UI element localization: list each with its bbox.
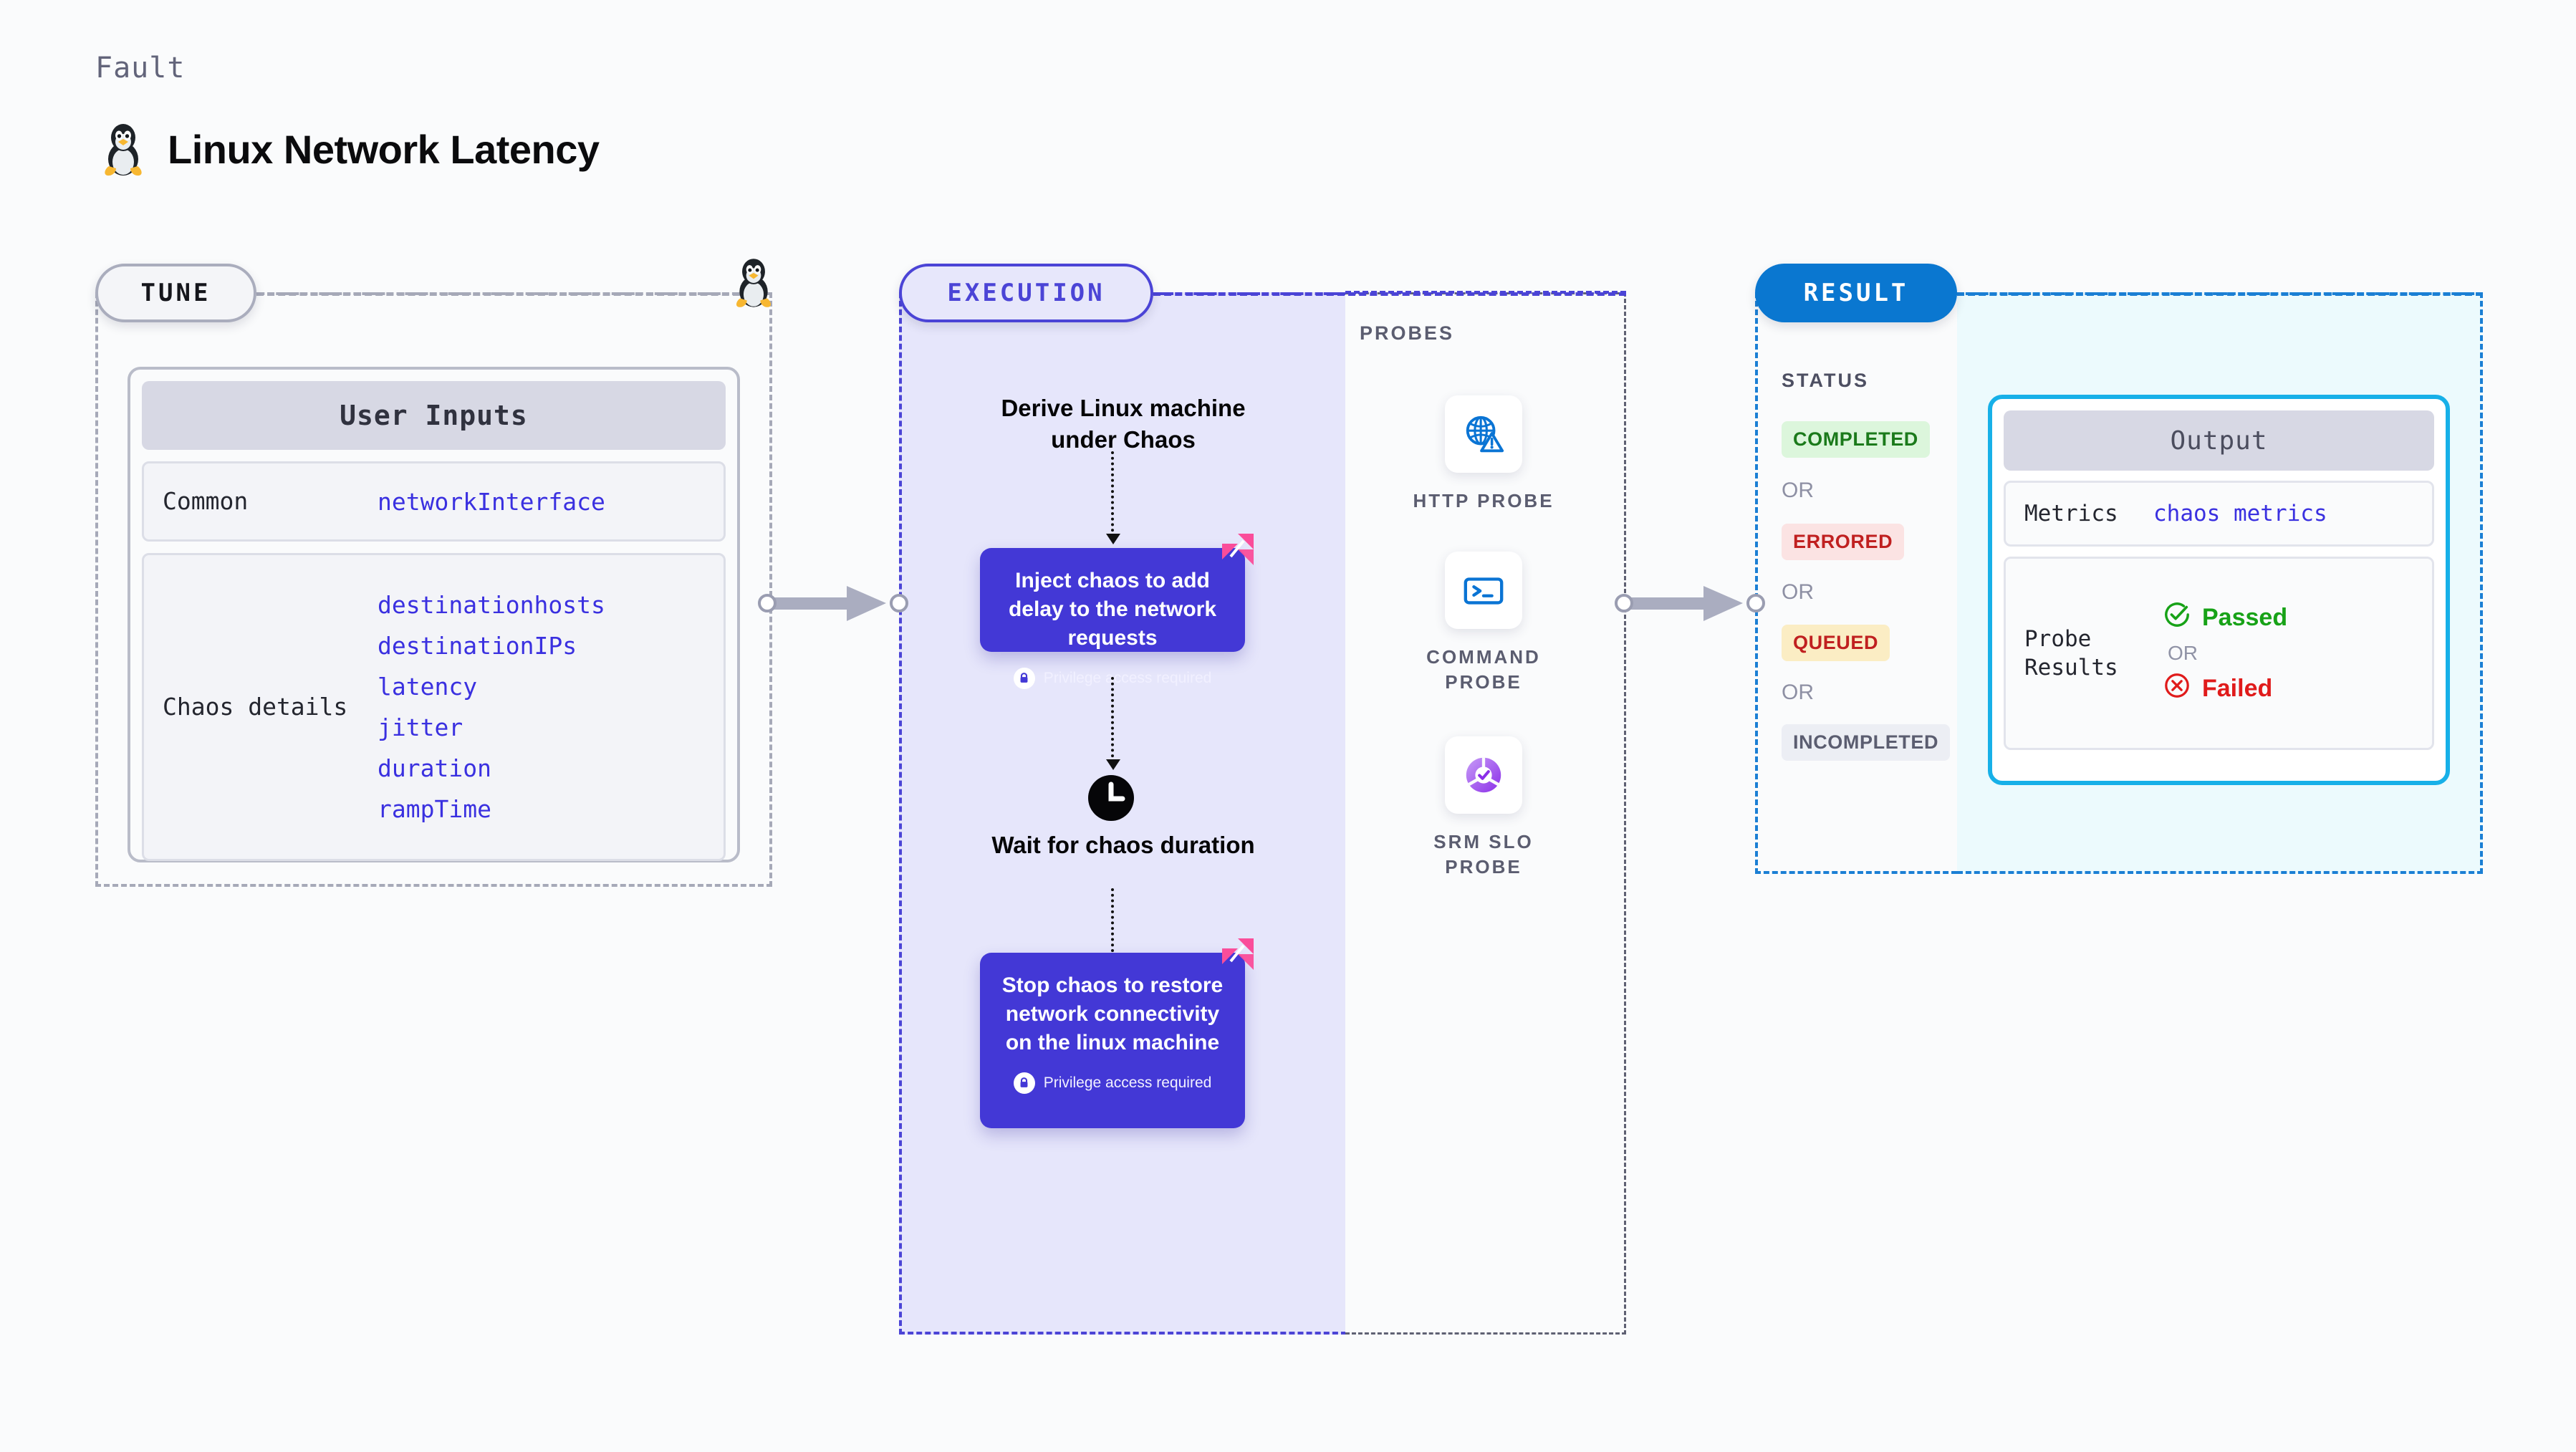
page-title-row: Linux Network Latency <box>100 122 600 176</box>
harness-badge-icon <box>1219 531 1256 572</box>
execution-step-derive-title: Derive Linux machine under Chaos <box>1001 395 1246 453</box>
x-circle-icon <box>2163 672 2191 706</box>
status-badge-errored: ERRORED <box>1782 524 1905 560</box>
slo-donut-check-icon <box>1445 736 1522 814</box>
status-badge-incompleted: INCOMPLETED <box>1782 724 1951 761</box>
status-badge-queued: QUEUED <box>1782 625 1890 661</box>
probe-caption: SRM SLO PROBE <box>1433 831 1534 878</box>
check-circle-icon <box>2163 601 2191 635</box>
probe-result-values: Passed OR Failed <box>2153 601 2287 706</box>
user-inputs-card: User Inputs Common networkInterface Chao… <box>128 367 740 862</box>
status-or-label: OR <box>1782 580 1814 604</box>
execution-step-wait-title: Wait for chaos duration <box>991 832 1255 858</box>
page-kicker: Fault <box>95 52 186 85</box>
output-row-metrics: Metrics chaos metrics <box>2004 481 2434 547</box>
row-label: Metrics <box>2024 500 2118 527</box>
probe-http[interactable]: HTTP PROBE <box>1412 395 1555 514</box>
connector-execution-to-result <box>1615 582 1765 628</box>
step-text: Inject chaos to add delay to the network… <box>1008 569 1217 650</box>
status-or-label: OR <box>1782 479 1814 502</box>
probe-srm-slo[interactable]: SRM SLO PROBE <box>1412 736 1555 880</box>
connector-node <box>1615 594 1633 612</box>
lock-icon <box>1013 1072 1035 1094</box>
probe-result-failed: Failed <box>2163 672 2287 706</box>
execution-header-connector <box>1153 292 1626 296</box>
linux-penguin-icon <box>100 122 146 176</box>
passed-label: Passed <box>2202 604 2288 631</box>
probes-section-label: PROBES <box>1360 322 1455 344</box>
terminal-prompt-icon <box>1445 552 1522 629</box>
param-destinationhosts[interactable]: destinationhosts <box>378 591 605 619</box>
probe-result-or: OR <box>2168 642 2198 664</box>
row-values: destinationhosts destinationIPs latency … <box>378 591 605 823</box>
param-networkinterface[interactable]: networkInterface <box>378 487 605 516</box>
row-label: Chaos details <box>163 692 348 721</box>
linux-penguin-icon <box>732 256 775 312</box>
failed-label: Failed <box>2202 675 2273 702</box>
page-title: Linux Network Latency <box>168 126 600 172</box>
output-card: Output Metrics chaos metrics Probe Resul… <box>1988 395 2450 785</box>
probe-command[interactable]: COMMAND PROBE <box>1412 552 1555 695</box>
probe-result-passed: Passed <box>2163 601 2287 635</box>
harness-badge-icon <box>1219 936 1256 976</box>
output-card-header: Output <box>2004 410 2434 471</box>
globe-warning-icon <box>1445 395 1522 473</box>
stage-pill-tune[interactable]: TUNE <box>95 264 256 322</box>
privilege-note: Privilege access required <box>993 667 1232 689</box>
param-destinationips[interactable]: destinationIPs <box>378 632 577 660</box>
connector-node <box>1746 594 1765 612</box>
result-status-boundary <box>1755 292 1957 874</box>
flow-arrow <box>1106 451 1120 544</box>
probe-caption: HTTP PROBE <box>1413 490 1554 511</box>
stage-pill-result[interactable]: RESULT <box>1755 264 1957 322</box>
flow-arrow <box>1106 677 1120 770</box>
row-values: networkInterface <box>378 488 605 516</box>
param-ramptime[interactable]: rampTime <box>378 795 491 823</box>
lock-icon <box>1013 667 1035 689</box>
param-duration[interactable]: duration <box>378 754 491 782</box>
param-jitter[interactable]: jitter <box>378 713 463 741</box>
stage-pill-execution[interactable]: EXECUTION <box>899 264 1153 322</box>
privilege-text: Privilege access required <box>1043 669 1212 686</box>
metrics-value[interactable]: chaos metrics <box>2153 501 2327 527</box>
result-header-connector <box>1957 292 2483 296</box>
connector-node <box>890 594 908 612</box>
row-label: Probe Results <box>2024 625 2118 681</box>
execution-step-stop-chaos[interactable]: Stop chaos to restore network connectivi… <box>980 938 1254 1128</box>
probe-caption: COMMAND PROBE <box>1426 646 1541 693</box>
step-text: Stop chaos to restore network connectivi… <box>1001 973 1224 1055</box>
privilege-text: Privilege access required <box>1043 1074 1212 1091</box>
param-latency[interactable]: latency <box>378 673 478 701</box>
execution-step-inject-chaos[interactable]: Inject chaos to add delay to the network… <box>980 534 1254 689</box>
connector-tune-to-execution <box>758 582 908 628</box>
connector-node <box>758 594 777 612</box>
user-inputs-row-common: Common networkInterface <box>142 461 726 542</box>
row-label: Common <box>163 486 249 515</box>
clock-icon <box>1085 772 1137 827</box>
privilege-note: Privilege access required <box>993 1072 1232 1094</box>
user-inputs-row-chaos-details: Chaos details destinationhosts destinati… <box>142 553 726 861</box>
user-inputs-header: User Inputs <box>142 381 726 450</box>
tune-header-connector <box>256 292 751 296</box>
status-badge-completed: COMPLETED <box>1782 421 1930 458</box>
result-status-label: STATUS <box>1782 370 1869 391</box>
status-or-label: OR <box>1782 681 1814 704</box>
output-row-probe-results: Probe Results Passed OR <box>2004 557 2434 750</box>
